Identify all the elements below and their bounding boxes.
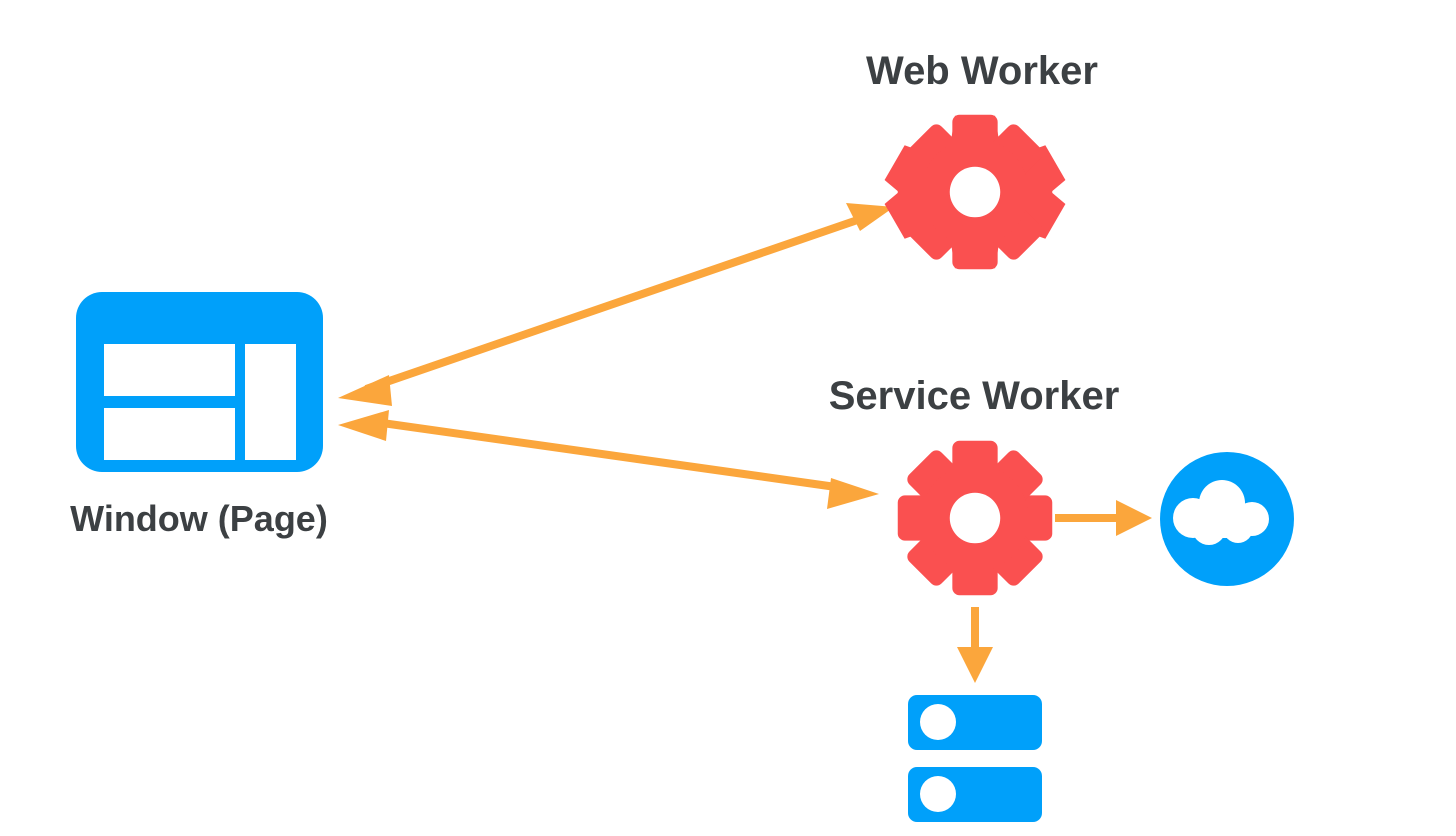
edge-window-serviceworker-line [367,417,851,493]
browser-window-icon [76,292,323,472]
node-service-worker[interactable]: Service Worker [829,374,1120,596]
gear-icon-teeth-serviceworker [897,440,1053,596]
node-network-cloud[interactable] [1160,452,1294,586]
cloud-icon [1160,452,1294,586]
arrowhead-to-cache [957,647,993,683]
gear-icon [884,114,1066,270]
service-worker-label: Service Worker [829,374,1120,418]
edge-window-webworker [338,203,894,406]
web-worker-label: Web Worker [866,49,1098,93]
node-cache-storage[interactable] [908,695,1042,822]
database-icon-led-bottom [920,776,956,812]
cloud-icon-shape [1173,480,1269,545]
arrowhead-to-service-worker [827,478,879,509]
node-web-worker[interactable]: Web Worker [866,49,1098,270]
window-icon-pane-bottom-left [104,408,235,460]
edge-group [338,203,1152,683]
arrowhead-to-web-worker [846,203,894,231]
database-icon-led-top [920,704,956,740]
window-icon-pane-right [245,344,296,460]
database-icon [908,695,1042,822]
gear-icon-teeth-webworker [897,114,1053,270]
arrowhead-to-window-from-web-worker [338,375,392,406]
edge-serviceworker-cloud [1055,500,1152,536]
node-window-page[interactable]: Window (Page) [70,292,328,539]
arrowhead-to-window-from-service-worker [338,410,389,441]
edge-serviceworker-cache [957,607,993,683]
gear-icon-hub-webworker [949,166,1001,218]
gear-icon [897,440,1053,596]
edge-window-serviceworker [338,410,879,509]
window-page-label: Window (Page) [70,498,328,539]
window-icon-pane-top-left [104,344,235,396]
gear-icon-hub-serviceworker [949,492,1001,544]
arrowhead-to-cloud [1116,500,1152,536]
edge-window-webworker-line [364,211,874,393]
